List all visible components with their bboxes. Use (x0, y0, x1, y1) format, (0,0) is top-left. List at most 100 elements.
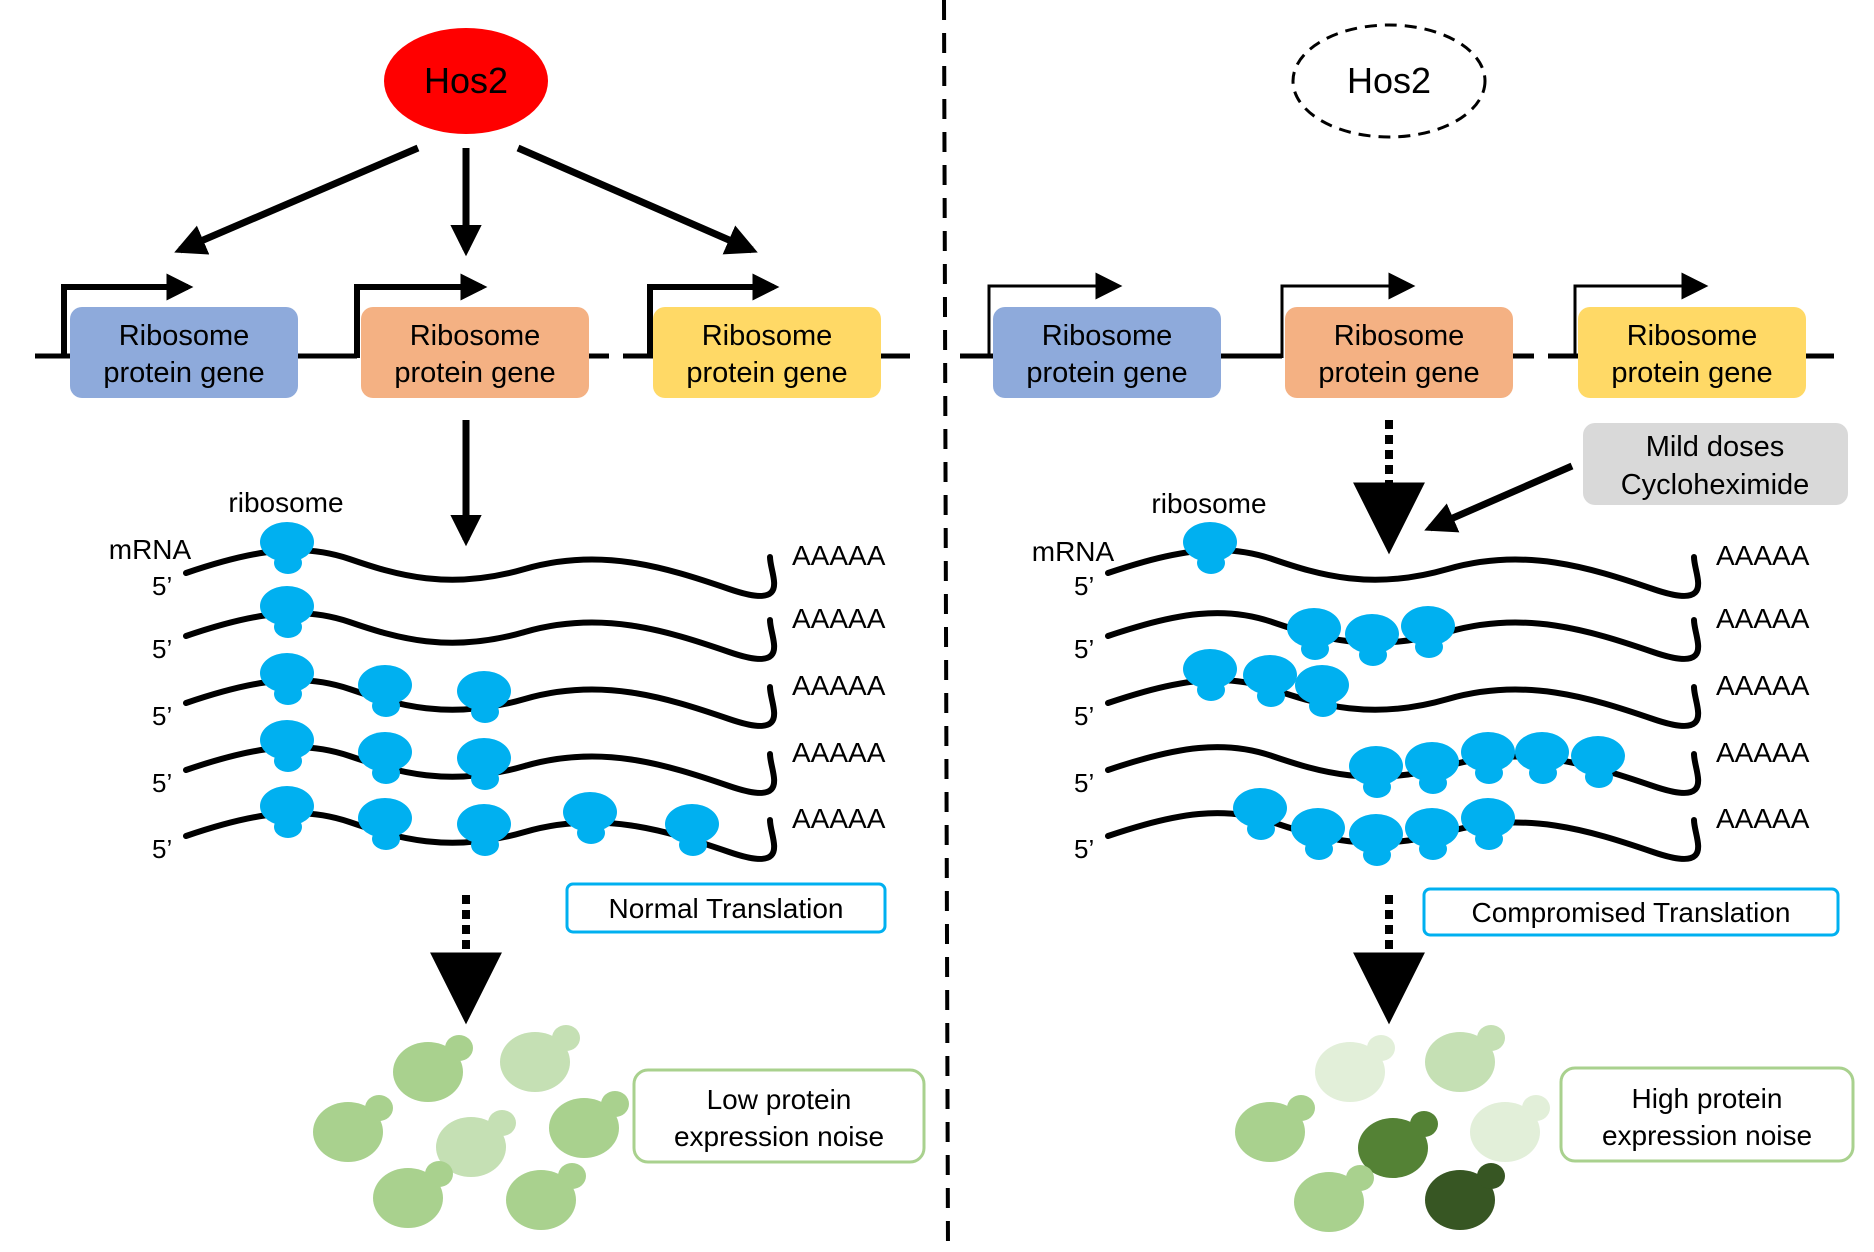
ribosome (1233, 788, 1287, 840)
ribosome (358, 665, 412, 717)
hos2-label: Hos2 (424, 60, 508, 101)
hos2-arrow-to-gene-1 (174, 144, 420, 255)
mrna-strand: 5’AAAAA (1074, 788, 1810, 866)
polya-label: AAAAA (1716, 737, 1810, 768)
five-prime-label: 5’ (1074, 768, 1094, 798)
ribosome (1291, 808, 1345, 860)
label-line: Ribosome (410, 320, 541, 352)
translation-box (565, 882, 887, 934)
ribosome (260, 522, 314, 574)
mrna-strand: 5’ AAAAA (152, 786, 886, 864)
label-line: Ribosome (702, 320, 833, 352)
five-prime-label: 5’ (152, 768, 172, 798)
label-line: Ribosome (119, 320, 250, 352)
ribosome (1405, 808, 1459, 860)
ribosome (358, 732, 412, 784)
polya-label: AAAAA (792, 603, 886, 634)
gene-label-3: Ribosome protein gene (686, 320, 847, 389)
yeast-cells (1235, 1025, 1550, 1232)
label-line: protein gene (103, 357, 264, 389)
ribosome (1461, 732, 1515, 784)
promoter-arrow-1 (987, 272, 1123, 358)
label-line: protein gene (1318, 357, 1479, 389)
gene-box-blue (993, 307, 1221, 398)
yeast-cell (393, 1035, 473, 1102)
ribosome (665, 804, 719, 856)
ribosome (1183, 649, 1237, 701)
ribosome (1349, 746, 1403, 798)
cycloheximide-arrow (1424, 462, 1574, 533)
ribosome (1461, 798, 1515, 850)
polya-label: AAAAA (1716, 603, 1810, 634)
label-line: Mild doses (1646, 431, 1785, 463)
ribosome (358, 798, 412, 850)
ribosome (1243, 655, 1297, 707)
polya-label: AAAAA (792, 803, 886, 834)
gene-box-blue (70, 307, 298, 398)
polya-label: AAAAA (792, 540, 886, 571)
panel-divider (942, 0, 950, 1252)
yeast-cell (1315, 1035, 1395, 1102)
label-line: Low protein (707, 1084, 852, 1115)
mrna-label: mRNA (109, 534, 192, 565)
label-line: expression noise (674, 1121, 884, 1152)
mrna-strand: 5’AAAAA (1074, 649, 1810, 731)
mrna-strand: 5’ AAAAA (1074, 732, 1810, 798)
polya-label: AAAAA (1716, 803, 1810, 834)
yeast-cell (549, 1091, 629, 1158)
yeast-cell (506, 1163, 586, 1230)
five-prime-label: 5’ (1074, 701, 1094, 731)
mrna-label: mRNA (1032, 536, 1115, 567)
ribosome (1295, 665, 1349, 717)
five-prime-label: 5’ (152, 834, 172, 864)
translation-label: Compromised Translation (1471, 897, 1790, 928)
label-line: expression noise (1602, 1120, 1812, 1151)
five-prime-label: 5’ (1074, 634, 1094, 664)
gene-box-orange (1285, 307, 1513, 398)
promoter-arrow-1 (61, 273, 194, 358)
five-prime-label: 5’ (152, 701, 172, 731)
ribosome (457, 671, 511, 723)
yeast-cell (1294, 1165, 1374, 1232)
mrna-strand: 5’ AAAAA (1074, 603, 1810, 666)
translation-label: Normal Translation (609, 893, 844, 924)
yeast-cell (1425, 1025, 1505, 1092)
mrna-strand: 5’AAAAA (152, 586, 886, 664)
five-prime-label: 5’ (1074, 571, 1094, 601)
ribosome (1515, 732, 1569, 784)
gene-label-1: Ribosome protein gene (103, 320, 264, 389)
five-prime-label: 5’ (152, 571, 172, 601)
mrna-strand: 5’AAAAA (152, 720, 886, 798)
promoter-arrow-3 (647, 273, 780, 358)
noise-box (1559, 1066, 1855, 1163)
gene-box-yellow (1578, 307, 1806, 398)
promoter-arrow-2 (354, 273, 488, 358)
left-panel: Hos2 Ribosome protein gene Ribosome protei… (35, 28, 926, 1230)
mrna-strand: 5’AAAAA (152, 653, 886, 731)
yeast-cell (500, 1025, 580, 1092)
yeast-cell (1235, 1095, 1315, 1162)
ribosome (563, 792, 617, 844)
promoter-arrow-3 (1573, 272, 1709, 358)
ribosome (260, 786, 314, 838)
ribosome (1345, 614, 1399, 666)
hos2-label: Hos2 (1347, 60, 1431, 101)
ribosome (457, 804, 511, 856)
yeast-cells (313, 1025, 629, 1230)
hos2-arrow-to-gene-3 (516, 144, 758, 255)
label-line: protein gene (686, 357, 847, 389)
ribosome (1287, 608, 1341, 660)
ribosome (1571, 736, 1625, 788)
noise-label: Low protein expression noise (674, 1084, 884, 1152)
hos2-inactive-node (1291, 23, 1487, 139)
ribosome-label: ribosome (1151, 488, 1266, 519)
ribosome (1183, 522, 1237, 574)
